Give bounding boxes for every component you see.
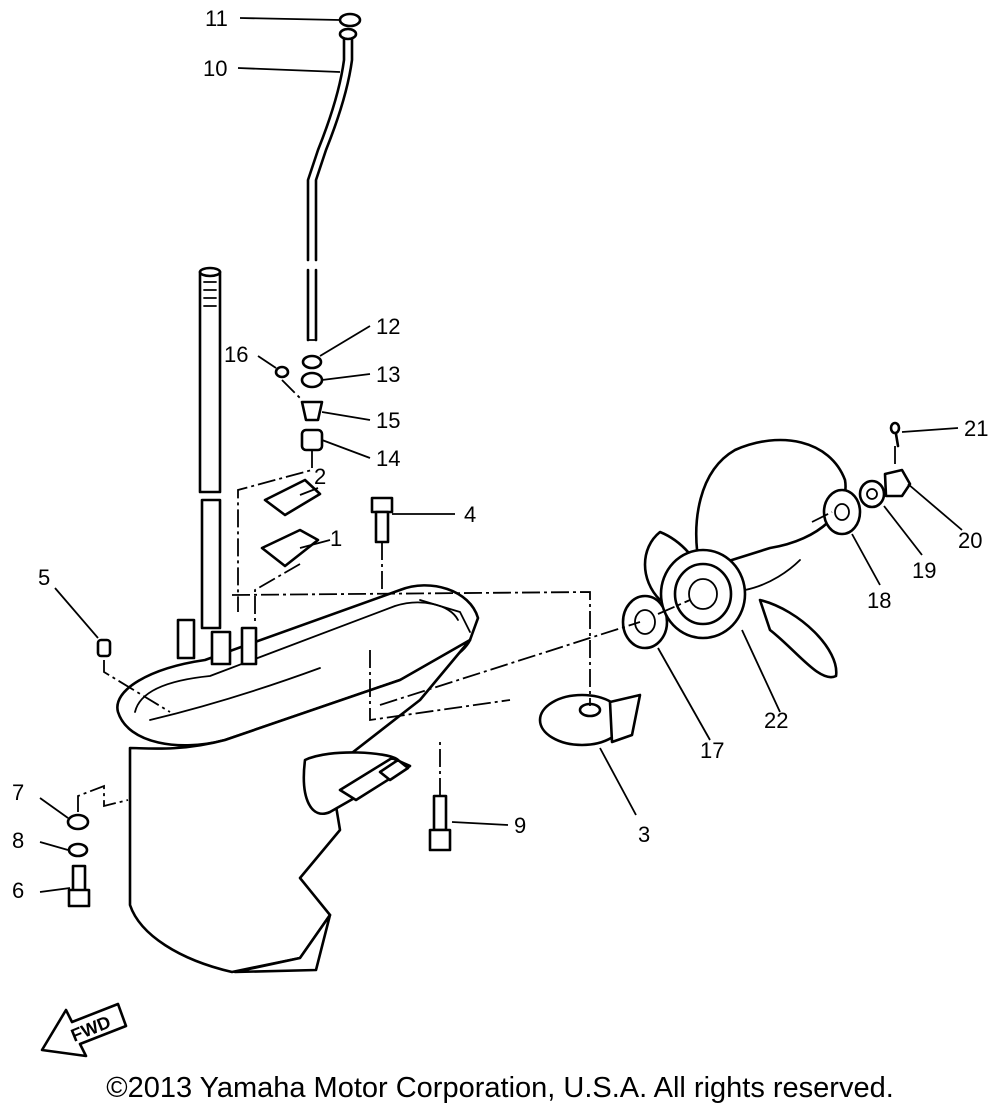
washer-part-8 bbox=[67, 842, 89, 858]
callout-12: 12 bbox=[376, 314, 400, 339]
propeller-part-22 bbox=[643, 438, 847, 679]
grommet-part-13 bbox=[300, 371, 324, 389]
callout-14: 14 bbox=[376, 446, 400, 471]
callout-15: 15 bbox=[376, 408, 400, 433]
callout-19: 19 bbox=[912, 558, 936, 583]
callout-22: 22 bbox=[764, 708, 788, 733]
water-tube bbox=[306, 34, 354, 342]
callout-numbers: 11 10 12 13 15 14 16 2 1 4 5 7 8 6 9 3 1… bbox=[12, 6, 988, 903]
exploded-view-drawing: 11 10 12 13 15 14 16 2 1 4 5 7 8 6 9 3 1… bbox=[12, 6, 988, 1058]
callout-13: 13 bbox=[376, 362, 400, 387]
callout-7: 7 bbox=[12, 780, 24, 805]
callout-20: 20 bbox=[958, 528, 982, 553]
callout-3: 3 bbox=[638, 822, 650, 847]
pad-part-2 bbox=[263, 478, 322, 517]
callout-4: 4 bbox=[464, 502, 476, 527]
callout-5: 5 bbox=[38, 565, 50, 590]
callout-21: 21 bbox=[964, 416, 988, 441]
drive-shaft bbox=[198, 266, 222, 630]
copyright-notice: ©2013 Yamaha Motor Corporation, U.S.A. A… bbox=[106, 1072, 894, 1104]
bracket-part-15 bbox=[300, 400, 324, 422]
grommet-part-11 bbox=[338, 12, 362, 41]
plug-part-5 bbox=[96, 638, 112, 658]
fwd-arrow-icon: FWD bbox=[40, 1002, 128, 1058]
callout-10: 10 bbox=[203, 56, 227, 81]
anode-part-3 bbox=[538, 693, 642, 747]
lower-unit-housing bbox=[116, 584, 480, 974]
bolt-part-4 bbox=[370, 496, 394, 544]
collar-part-14 bbox=[300, 428, 324, 452]
callout-9: 9 bbox=[514, 813, 526, 838]
callout-2: 2 bbox=[314, 464, 326, 489]
leader-lines bbox=[39, 17, 963, 893]
callout-17: 17 bbox=[700, 738, 724, 763]
cotter-pin-part-21 bbox=[889, 421, 901, 448]
plate-part-1 bbox=[260, 528, 320, 568]
bolt-part-6 bbox=[67, 864, 91, 908]
seal-part-12 bbox=[301, 354, 323, 370]
callout-8: 8 bbox=[12, 828, 24, 853]
assembly-lines bbox=[77, 379, 896, 812]
callout-16: 16 bbox=[224, 342, 248, 367]
spacer-part-19 bbox=[858, 479, 886, 509]
nut-part-20 bbox=[883, 468, 912, 498]
screw-part-16 bbox=[274, 365, 290, 379]
washer-part-7 bbox=[66, 813, 90, 831]
callout-18: 18 bbox=[867, 588, 891, 613]
thrust-washer-part-17 bbox=[621, 594, 669, 650]
washer-part-18 bbox=[822, 488, 862, 536]
callout-11: 11 bbox=[205, 6, 228, 31]
bolt-part-9 bbox=[428, 794, 452, 852]
callout-1: 1 bbox=[330, 526, 342, 551]
callout-6: 6 bbox=[12, 878, 24, 903]
